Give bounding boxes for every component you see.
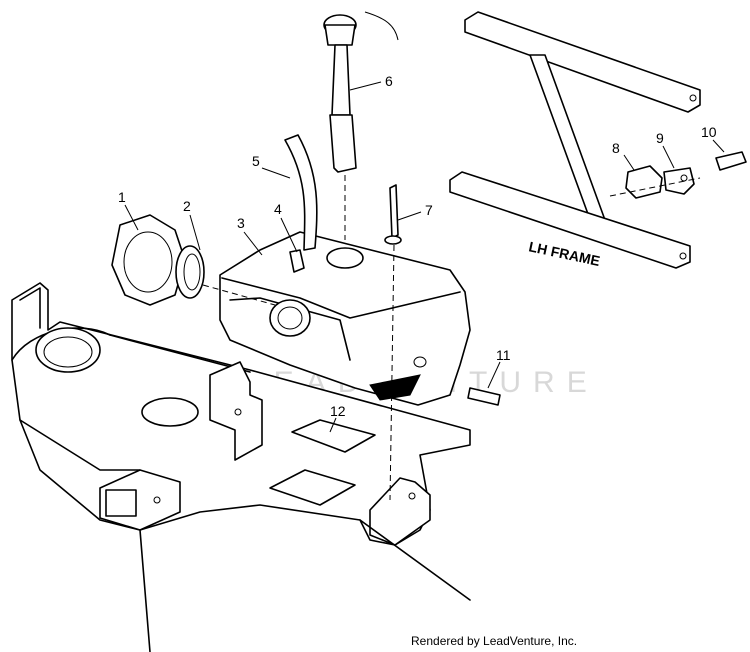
callout-3: 3 [237,215,245,231]
callout-9: 9 [656,130,664,146]
mounting-hardware [609,151,747,199]
callout-10: 10 [701,124,717,140]
callout-8: 8 [612,140,620,156]
callout-7: 7 [425,202,433,218]
callout-6: 6 [385,73,393,89]
callout-5: 5 [252,153,260,169]
callout-2: 2 [183,198,191,214]
swing-arm-frame [11,282,471,652]
assembly-lines [202,175,395,501]
callout-1: 1 [118,189,126,205]
footer-credit: Rendered by LeadVenture, Inc. [411,634,578,648]
pad [291,419,376,453]
callout-11: 11 [496,347,511,363]
tie-strap [384,184,402,245]
fuel-hose [284,134,318,273]
leader-lines [124,81,725,433]
callout-4: 4 [274,201,282,217]
lh-frame: LH FRAME [449,11,701,269]
callout-12: 12 [330,403,346,419]
bolt [467,387,501,406]
frame-label: LH FRAME [527,238,601,269]
fuel-cap [111,214,205,306]
fuel-sender [323,11,399,173]
callout-numbers: 1 2 3 4 5 6 7 8 9 10 11 12 [118,73,717,419]
fuel-tank [219,231,471,406]
